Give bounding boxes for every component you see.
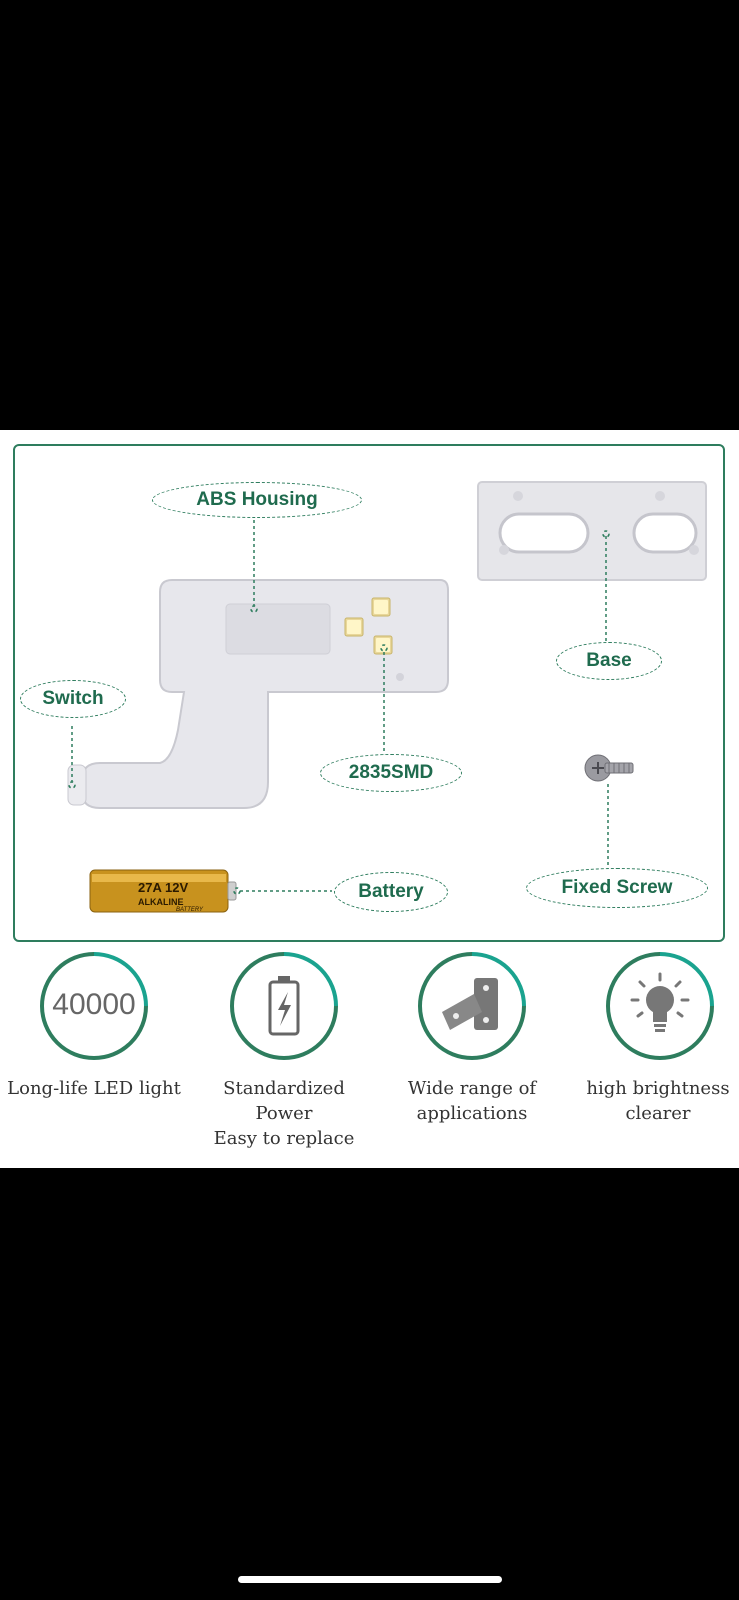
feature-circle-brightness	[604, 950, 716, 1062]
product-diagram-frame	[13, 444, 725, 942]
battery-cell: 27A 12V ALKALINE BATTERY	[89, 869, 237, 913]
feature-caption-line: Wide range of	[407, 1078, 537, 1099]
screw	[584, 754, 634, 782]
label-fixed-screw: Fixed Screw	[526, 868, 708, 908]
lifespan-ring	[40, 952, 148, 1060]
feature-caption-brightness: high brightness clearer	[568, 1076, 739, 1126]
feature-caption-lifespan: Long-life LED light	[4, 1076, 184, 1101]
feature-caption-line: applications	[416, 1103, 528, 1124]
feature-circle-applications	[416, 950, 528, 1062]
feature-caption-line: Standardized Power	[223, 1078, 345, 1124]
hinge-icon	[418, 952, 526, 1060]
feature-caption-power: Standardized Power Easy to replace	[194, 1076, 374, 1151]
battery-model-text: 27A 12V	[138, 880, 188, 895]
feature-circle-lifespan: 40000	[38, 950, 150, 1062]
product-diagram: 27A 12V ALKALINE BATTERY	[67, 481, 707, 913]
battery-type-text: ALKALINE	[138, 897, 184, 907]
lightbulb-icon	[606, 952, 714, 1060]
feature-caption-line: Easy to replace	[213, 1128, 355, 1149]
label-2835smd: 2835SMD	[320, 754, 462, 792]
lifespan-value: 40000	[52, 988, 136, 1021]
label-switch: Switch	[20, 680, 126, 718]
battery-word-text: BATTERY	[176, 907, 204, 913]
home-indicator[interactable]	[238, 1576, 502, 1583]
hinge-light-product	[67, 579, 449, 809]
battery-charge-icon	[230, 952, 338, 1060]
leader-lines	[68, 514, 610, 895]
feature-caption-applications: Wide range of applications	[382, 1076, 562, 1126]
feature-caption-line: Long-life LED light	[7, 1078, 181, 1099]
product-panel: 27A 12V ALKALINE BATTERY ABS Housing Bas…	[0, 430, 739, 1168]
label-base: Base	[556, 642, 662, 680]
feature-caption-line: clearer	[625, 1103, 691, 1124]
base-plate	[477, 481, 707, 581]
feature-circle-power	[228, 950, 340, 1062]
label-abs-housing: ABS Housing	[152, 482, 362, 518]
label-battery: Battery	[334, 872, 448, 912]
feature-caption-line: high brightness	[586, 1078, 730, 1099]
